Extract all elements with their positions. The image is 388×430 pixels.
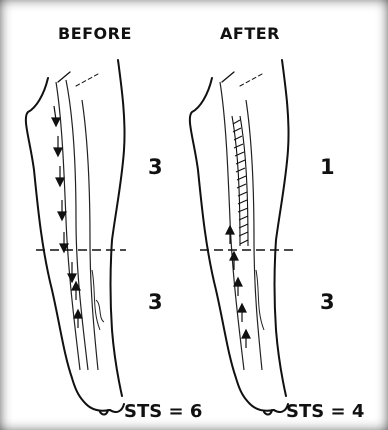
after-sts-total: STS = 4 (286, 401, 364, 422)
before-leg-outline (26, 60, 125, 414)
after-ablated-vein-segment (232, 116, 248, 246)
before-lower-score: 3 (148, 290, 163, 314)
before-sts-total: STS = 6 (124, 401, 202, 422)
after-lower-score: 3 (320, 290, 335, 314)
after-flow-arrows (226, 226, 250, 348)
before-reflux-arrows (52, 106, 82, 328)
after-title: AFTER (220, 24, 280, 43)
before-title: BEFORE (58, 24, 132, 43)
after-leg-outline (190, 60, 289, 414)
before-upper-score: 3 (148, 155, 163, 179)
after-upper-score: 1 (320, 155, 335, 179)
before-vein-lines (56, 80, 104, 370)
